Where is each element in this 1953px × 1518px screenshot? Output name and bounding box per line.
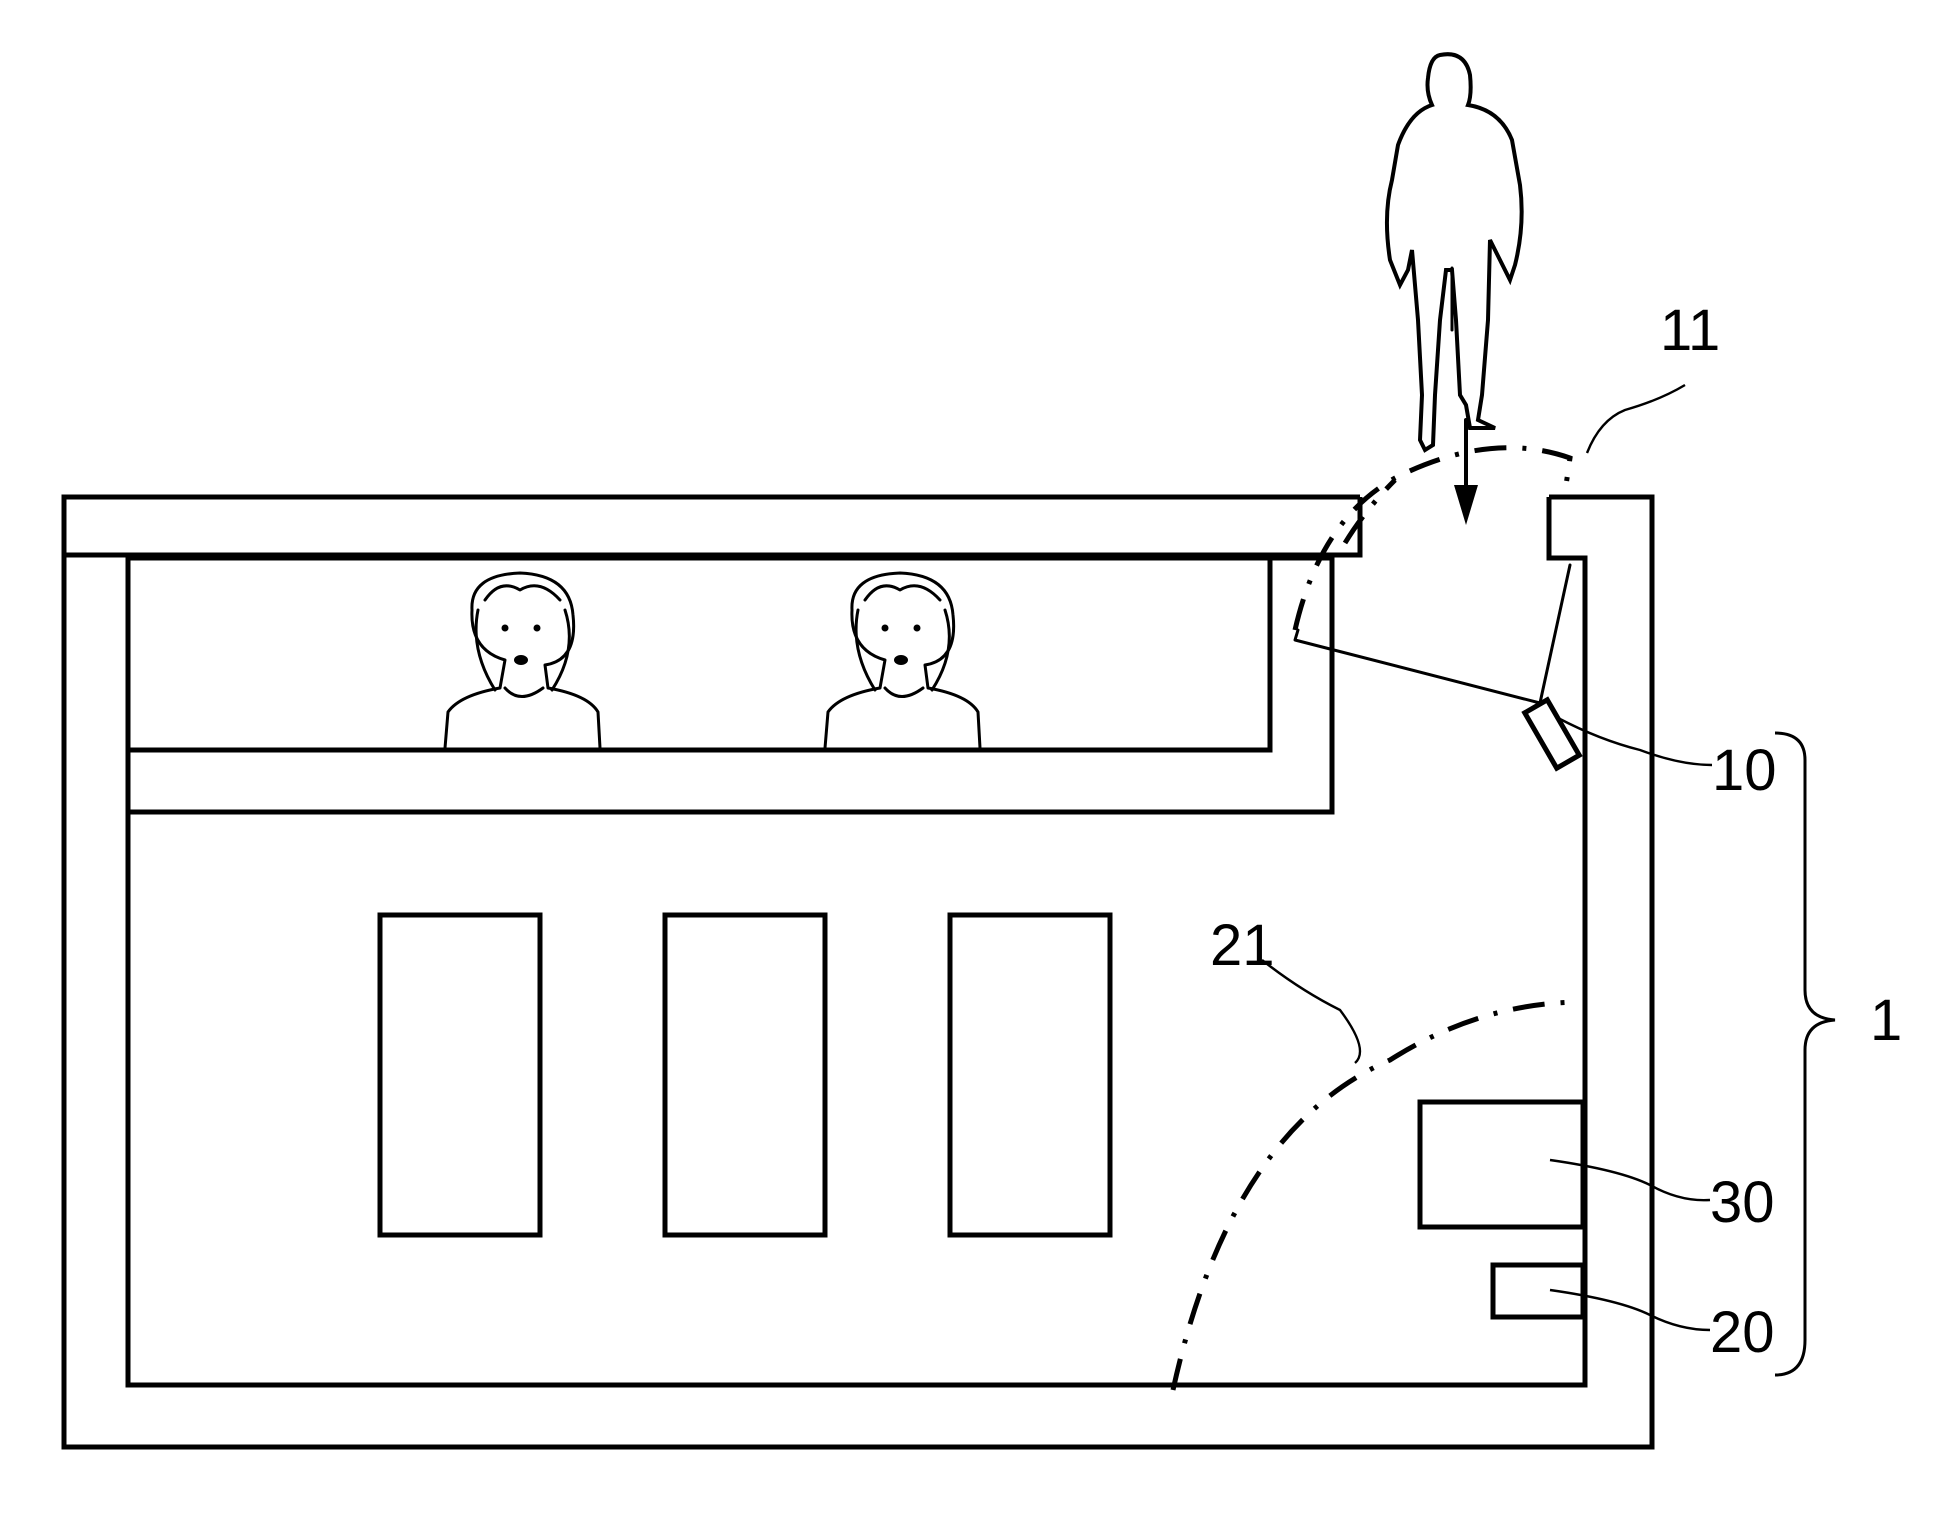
ref-11: 11 <box>1660 298 1720 363</box>
sensor-10 <box>1525 700 1580 768</box>
staff-person-1-icon <box>445 573 600 748</box>
leader-21 <box>1262 960 1360 1063</box>
table-2 <box>665 915 825 1235</box>
sensor-10-field <box>1295 565 1570 703</box>
detection-area-11-lower <box>1345 480 1395 543</box>
eye <box>534 625 541 632</box>
counter-desk <box>128 560 1270 750</box>
visitor-person-icon <box>1387 54 1522 450</box>
ref-10: 10 <box>1712 738 1777 803</box>
mouth <box>514 655 528 665</box>
ref-20: 20 <box>1710 1300 1775 1365</box>
eye <box>502 625 509 632</box>
ref-21: 21 <box>1210 913 1275 978</box>
range-21 <box>1173 1002 1580 1390</box>
ref-1: 1 <box>1870 988 1902 1053</box>
table-3 <box>950 915 1110 1235</box>
brace-1 <box>1775 733 1835 1375</box>
leader-10 <box>1558 718 1712 765</box>
staff-person-2-icon <box>825 573 980 748</box>
leader-30 <box>1550 1160 1710 1200</box>
leader-11 <box>1587 385 1685 453</box>
eye <box>914 625 921 632</box>
eye <box>882 625 889 632</box>
leader-20 <box>1550 1290 1710 1330</box>
detection-area-11 <box>1295 448 1570 630</box>
ref-30: 30 <box>1710 1170 1775 1235</box>
mouth <box>894 655 908 665</box>
entry-arrow-icon <box>1454 420 1478 525</box>
unit-30 <box>1420 1102 1583 1227</box>
table-1 <box>380 915 540 1235</box>
unit-20 <box>1493 1265 1583 1317</box>
